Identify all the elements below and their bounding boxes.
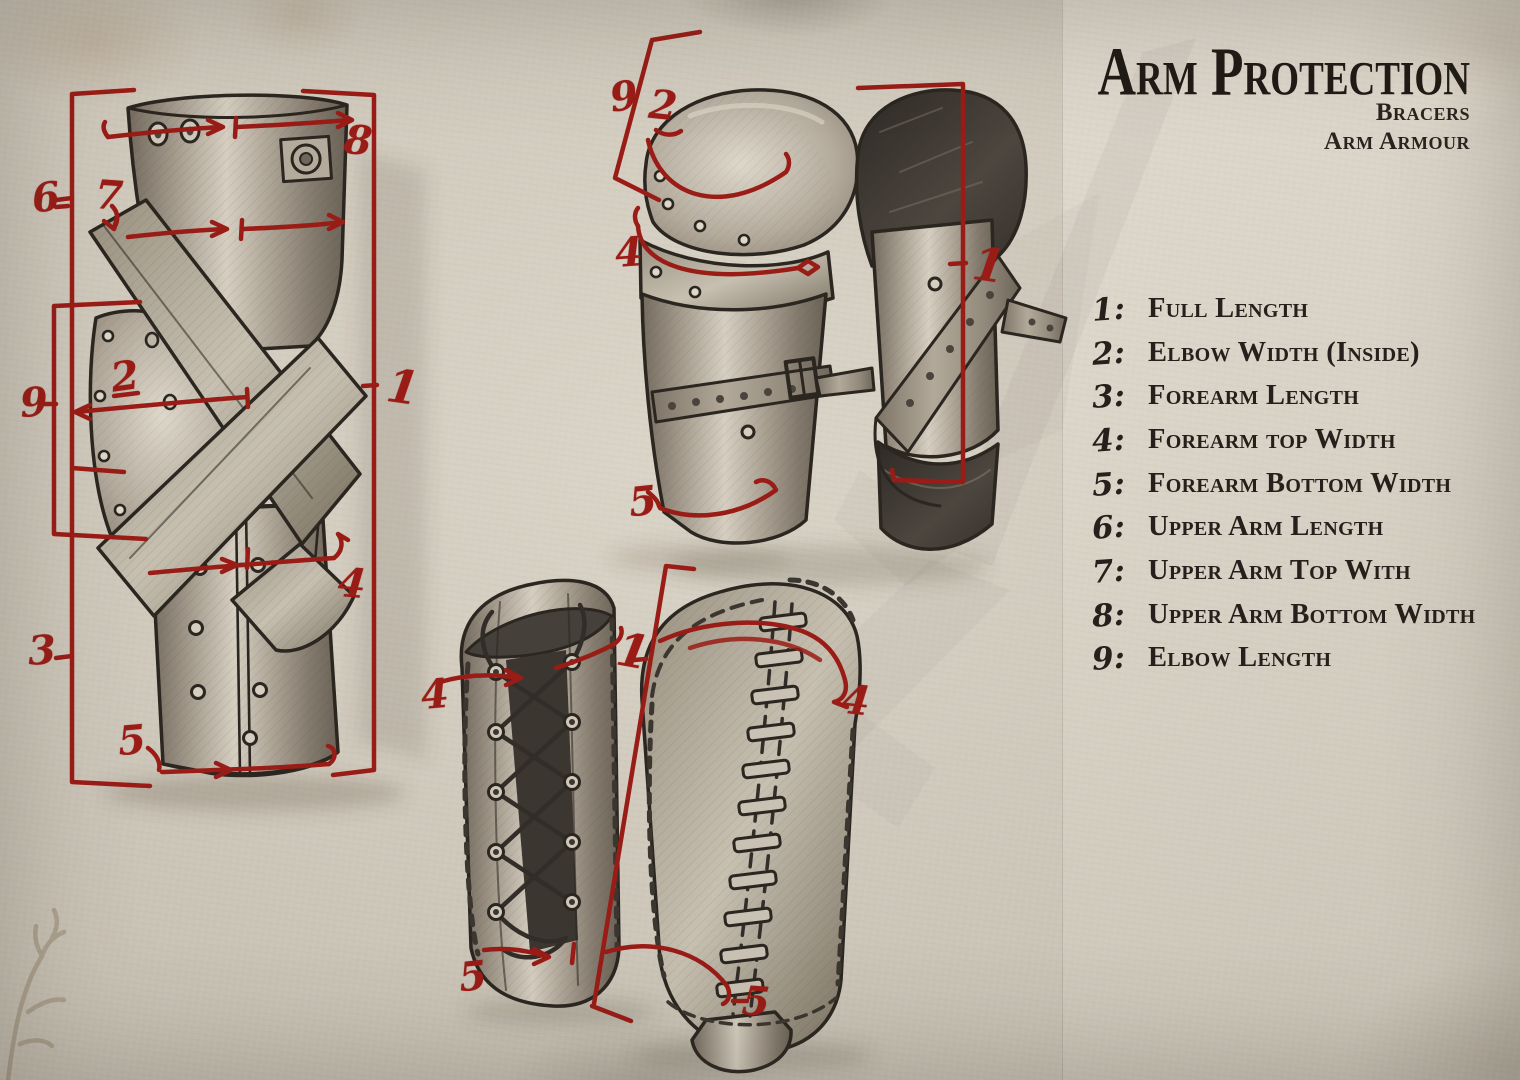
measure-callout-1-bracer-pair: 1 — [969, 236, 1009, 294]
sketch-laced-bracers — [459, 577, 862, 1074]
subtitle-bracers: Bracers — [1375, 98, 1470, 126]
legend-number: 4: — [1090, 421, 1127, 460]
measure-callout-2-bracer-pair: 2 — [646, 80, 680, 131]
legend-item-upper-arm-length: 6: Upper Arm Length — [1090, 505, 1502, 549]
branch-stain-mark — [5, 907, 67, 1080]
legend-label: Forearm top Width — [1148, 423, 1396, 455]
page-title: Arm Protection — [1097, 34, 1470, 111]
measure-callout-5-full-arm: 5 — [115, 715, 148, 766]
legend-label: Upper Arm Bottom Width — [1148, 598, 1476, 630]
legend-panel-background — [1062, 0, 1520, 1080]
legend-number: 6: — [1090, 508, 1127, 548]
shoulder-plate — [279, 134, 333, 184]
legend-label: Elbow Length — [1148, 642, 1332, 674]
legend-number: 1: — [1090, 290, 1127, 329]
measurement-lines-laced-bracers — [437, 563, 850, 1024]
legend-item-forearm-top-width: 4: Forearm top Width — [1090, 418, 1502, 462]
legend-item-upper-arm-top-width: 7: Upper Arm Top With — [1090, 549, 1502, 593]
measure-callout-6-full-arm: 6 — [29, 172, 63, 223]
sketch-bracer-pair-straps — [638, 88, 1068, 551]
legend-number: 2: — [1090, 334, 1127, 373]
measure-callout-1-full-arm: 1 — [383, 358, 423, 416]
measure-callout-4-left-laced: 4 — [418, 669, 451, 720]
legend-label: Elbow Width (Inside) — [1148, 336, 1420, 368]
title-block: Arm Protection Bracers Arm Armour — [950, 34, 1470, 156]
measure-callout-9-bracer-pair: 9 — [606, 71, 641, 122]
legend-number: 5: — [1090, 465, 1127, 504]
legend-item-forearm-length: 3: Forearm Length — [1090, 374, 1502, 418]
sketch-full-arm-armour — [88, 93, 368, 778]
measure-callout-9-full-arm: 9 — [18, 378, 50, 427]
legend-label: Forearm Length — [1148, 380, 1360, 412]
measure-callout-8-full-arm: 8 — [341, 115, 375, 166]
legend-item-full-length: 1: Full Length — [1090, 287, 1502, 331]
measure-callout-3-full-arm: 3 — [26, 626, 58, 675]
legend-item-elbow-width: 2: Elbow Width (Inside) — [1090, 331, 1502, 375]
legend-item-upper-arm-bottom-width: 8: Upper Arm Bottom Width — [1090, 593, 1502, 637]
measure-callout-7-full-arm: 7 — [93, 171, 125, 220]
legend-label: Upper Arm Top With — [1148, 554, 1411, 586]
measurement-legend: 1: Full Length 2: Elbow Width (Inside) 3… — [1090, 287, 1502, 681]
legend-label: Upper Arm Length — [1148, 511, 1384, 543]
legend-label: Full Length — [1148, 292, 1309, 324]
legend-number: 3: — [1090, 377, 1127, 417]
measure-callout-5-left-laced: 5 — [456, 951, 490, 1002]
measure-callout-5-right-laced: 5 — [740, 977, 772, 1026]
legend-item-forearm-bottom-width: 5: Forearm Bottom Width — [1090, 462, 1502, 506]
buckle — [783, 356, 821, 400]
legend-item-elbow-length: 9: Elbow Length — [1090, 637, 1502, 681]
measure-callout-4-right-laced: 4 — [839, 675, 873, 726]
measure-callout-5-bracer-pair: 5 — [626, 476, 660, 527]
measurement-lines-full-arm — [39, 87, 380, 789]
legend-number: 7: — [1090, 552, 1127, 591]
subtitle-arm-armour: Arm Armour — [1324, 127, 1470, 155]
legend-number: 9: — [1090, 640, 1127, 679]
measurement-lines-bracer-pair — [612, 29, 969, 518]
measure-callout-2-full-arm: 2 — [107, 351, 142, 402]
measure-callout-4-full-arm: 4 — [336, 558, 368, 609]
legend-number: 8: — [1090, 596, 1127, 635]
measure-callout-4-bracer-pair: 4 — [613, 228, 645, 277]
legend-label: Forearm Bottom Width — [1148, 467, 1452, 499]
